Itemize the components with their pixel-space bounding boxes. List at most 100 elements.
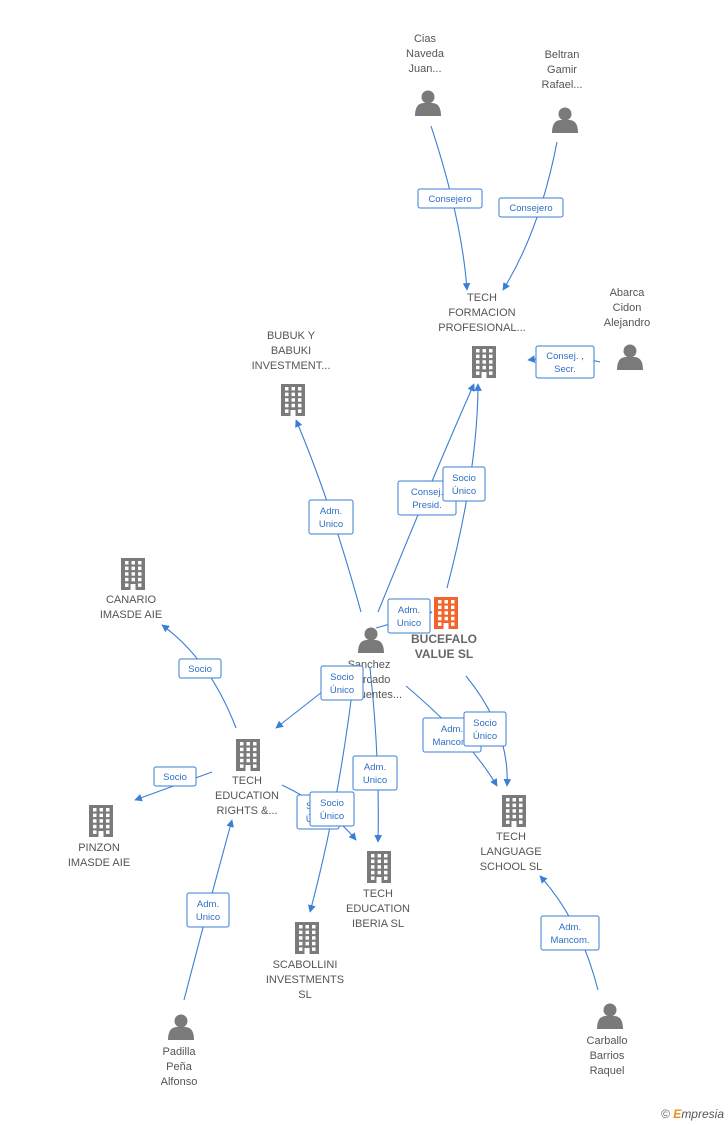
empresia-brand[interactable]: © Empresia xyxy=(661,1107,724,1121)
role-text: Socio xyxy=(163,772,187,783)
building-window xyxy=(506,809,510,813)
copyright-symbol: © xyxy=(661,1107,670,1121)
building-window xyxy=(489,354,493,359)
node-label: EDUCATION xyxy=(346,903,410,915)
building-icon xyxy=(295,922,319,954)
building-window xyxy=(305,936,309,940)
building-window xyxy=(476,365,480,370)
building-icon xyxy=(281,384,305,416)
role-label-carballo-to-tech_language[interactable]: Adm. Mancom. xyxy=(540,915,600,951)
building-window xyxy=(298,398,302,402)
node-label: SCABOLLINI xyxy=(273,959,338,971)
building-icon xyxy=(367,851,391,883)
role-label-beltran-to-tech_formacion[interactable]: Consejero xyxy=(498,197,564,218)
building-window xyxy=(371,865,375,869)
building-window xyxy=(506,798,510,802)
building-window xyxy=(444,605,448,610)
building-window xyxy=(125,572,129,576)
building-window xyxy=(106,819,110,823)
person-icon xyxy=(415,90,441,116)
building-window xyxy=(482,349,486,353)
building-window xyxy=(377,870,381,875)
building-window xyxy=(299,936,303,940)
building-window xyxy=(451,616,455,621)
role-label-padilla-to-tech_rights[interactable]: Adm.Unico xyxy=(186,892,230,928)
node-label: EDUCATION xyxy=(215,790,279,802)
role-box xyxy=(463,711,507,747)
building-window xyxy=(99,824,103,829)
node-label: BABUKI xyxy=(271,345,311,357)
role-label-sanchez-to-tech_iberia[interactable]: Adm.Unico xyxy=(352,755,398,791)
building-window xyxy=(438,611,442,615)
building-window xyxy=(106,808,110,812)
role-label-sanchez-to-bubuk[interactable]: Adm.Unico xyxy=(308,499,354,535)
building-icon xyxy=(472,346,496,378)
edge-cias-to-tech_formacion xyxy=(430,125,471,291)
role-text: Adm. xyxy=(441,724,463,735)
node-label: Alejandro xyxy=(604,317,650,329)
node-label: Cias xyxy=(414,33,437,45)
building-window xyxy=(512,809,516,813)
role-label-sanchez-to-tech_formacion[interactable]: Consej.Presid. xyxy=(397,480,457,516)
building-window xyxy=(106,813,110,818)
node-tech_formacion[interactable]: TECHFORMACIONPROFESIONAL... xyxy=(438,292,526,378)
building-window xyxy=(125,577,129,582)
node-label: Barrios xyxy=(590,1050,625,1062)
role-label-cias-to-tech_formacion[interactable]: Consejero xyxy=(417,188,483,209)
role-text: Único xyxy=(320,811,344,822)
node-beltran[interactable]: BeltranGamirRafael... xyxy=(542,49,583,133)
building-icon xyxy=(502,795,526,827)
role-box xyxy=(308,499,354,535)
building-window xyxy=(384,876,388,880)
node-label: IMASDE AIE xyxy=(100,609,162,621)
building-window xyxy=(438,622,442,626)
building-window xyxy=(519,814,523,819)
node-label: IMASDE AIE xyxy=(68,857,130,869)
node-label: Naveda xyxy=(406,48,445,60)
building-window xyxy=(253,758,257,763)
role-text: Mancom. xyxy=(550,935,589,946)
building-window xyxy=(371,876,375,880)
building-window xyxy=(93,824,97,829)
building-window xyxy=(99,813,103,818)
role-label-sanchez-to-bucefalo[interactable]: Adm.Unico xyxy=(387,598,431,634)
building-window xyxy=(451,611,455,615)
building-window xyxy=(246,753,250,757)
role-label-tech_rights-to-canario[interactable]: Socio xyxy=(178,658,222,679)
building-window xyxy=(444,616,448,621)
node-cias[interactable]: CiasNavedaJuan... xyxy=(406,33,445,116)
building-window xyxy=(451,605,455,610)
building-window xyxy=(299,925,303,929)
building-window xyxy=(384,859,388,864)
building-window xyxy=(476,371,480,375)
building-window xyxy=(240,758,244,763)
person-body xyxy=(617,357,643,370)
building-door xyxy=(290,410,296,416)
role-box xyxy=(498,197,564,218)
building-window xyxy=(285,398,289,402)
building-window xyxy=(291,387,295,391)
node-bubuk[interactable]: BUBUK YBABUKIINVESTMENT... xyxy=(252,330,331,416)
building-window xyxy=(384,854,388,858)
role-label-abarca-to-tech_formacion[interactable]: Consej. ,Secr. xyxy=(535,345,595,379)
role-text: Adm. xyxy=(559,922,581,933)
building-door xyxy=(245,765,251,771)
role-label-tech_rights-to-pinzon[interactable]: Socio xyxy=(153,766,197,787)
brand-name: mpresia xyxy=(681,1107,724,1121)
